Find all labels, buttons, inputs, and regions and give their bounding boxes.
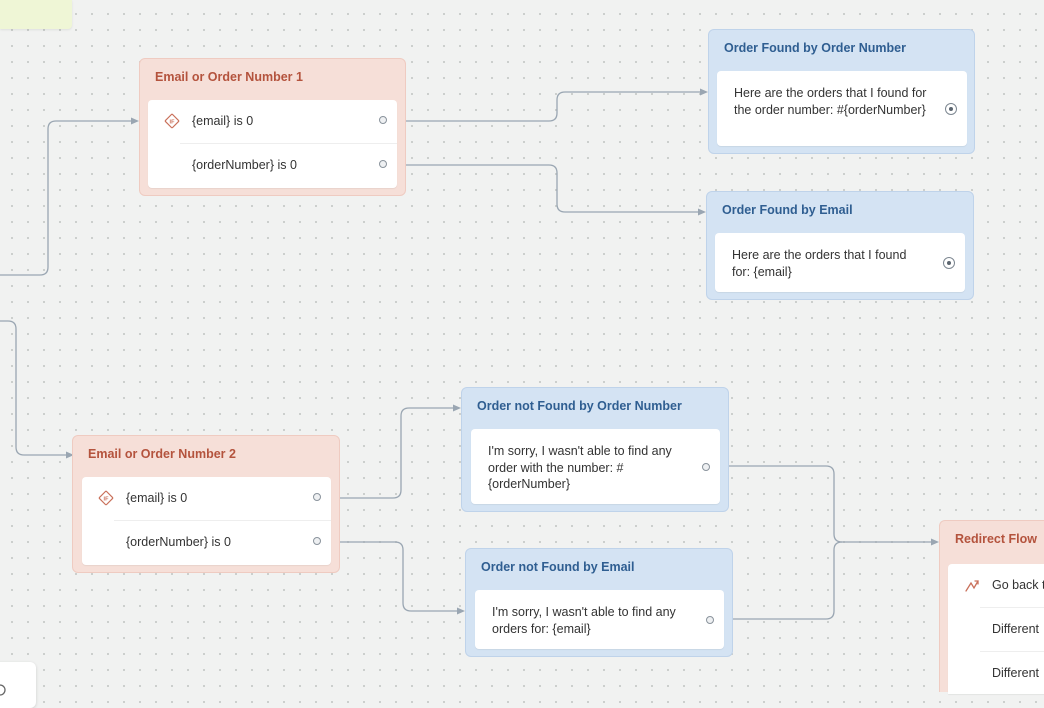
- condition-row-email[interactable]: IF {email} is 0: [82, 477, 331, 520]
- node-title: Email or Order Number 2: [88, 447, 236, 461]
- node-title: Order Found by Email: [722, 203, 853, 217]
- message-card[interactable]: I'm sorry, I wasn't able to find any ord…: [475, 590, 724, 649]
- port-dot-icon[interactable]: [702, 462, 710, 471]
- redirect-row[interactable]: Go back t: [948, 564, 1044, 607]
- node-title: Order not Found by Email: [481, 560, 635, 574]
- node-title: Redirect Flow: [955, 532, 1037, 546]
- radio-port-icon[interactable]: [943, 256, 955, 269]
- message-card[interactable]: Here are the orders that I found for the…: [717, 71, 967, 146]
- message-text: I'm sorry, I wasn't able to find any ord…: [488, 444, 672, 491]
- condition-label: {orderNumber} is 0: [126, 535, 231, 549]
- svg-text:IF: IF: [104, 496, 110, 502]
- arrow-into-notfound-order: [453, 404, 461, 412]
- redirect-card: Go back t Different Different: [948, 564, 1044, 694]
- connector-notfound-email-to-redirect: [724, 541, 843, 620]
- condition-row-order-number[interactable]: {orderNumber} is 0: [114, 520, 331, 564]
- message-node-not-found-by-email[interactable]: Order not Found by Email I'm sorry, I wa…: [465, 548, 733, 657]
- condition-row-order-number[interactable]: {orderNumber} is 0: [180, 143, 397, 187]
- redirect-arrow-icon: [965, 580, 979, 592]
- message-node-found-by-email[interactable]: Order Found by Email Here are the orders…: [706, 191, 974, 300]
- node-title: Order Found by Order Number: [724, 41, 906, 55]
- message-card[interactable]: Here are the orders that I found for: {e…: [715, 233, 965, 292]
- arrow-into-notfound-email: [457, 607, 465, 615]
- connector-cond2-email-to-notfound-order: [330, 407, 453, 499]
- connector-cond1-email-to-found-order: [397, 91, 700, 122]
- redirect-row[interactable]: Different: [980, 607, 1044, 651]
- message-card[interactable]: I'm sorry, I wasn't able to find any ord…: [471, 429, 720, 504]
- arrow-into-found-email: [698, 208, 706, 216]
- condition-node-2[interactable]: Email or Order Number 2 IF {email} is 0 …: [72, 435, 340, 573]
- connector-cond2-order-to-notfound-email: [330, 541, 457, 612]
- sticky-note[interactable]: [0, 0, 72, 29]
- condition-card: IF {email} is 0 {orderNumber} is 0: [148, 100, 397, 188]
- message-node-found-by-order-number[interactable]: Order Found by Order Number Here are the…: [708, 29, 975, 154]
- condition-label: {email} is 0: [192, 114, 254, 128]
- canvas-control-button[interactable]: [0, 662, 36, 708]
- redirect-label: Different: [992, 622, 1040, 636]
- node-title: Order not Found by Order Number: [477, 399, 682, 413]
- node-title: Email or Order Number 1: [155, 70, 303, 84]
- message-text: Here are the orders that I found for: {e…: [732, 248, 907, 279]
- condition-card: IF {email} is 0 {orderNumber} is 0: [82, 477, 331, 565]
- canvas-control-icon: [0, 684, 6, 696]
- condition-node-1[interactable]: Email or Order Number 1 IF {email} is 0 …: [139, 58, 406, 196]
- message-node-not-found-by-order-number[interactable]: Order not Found by Order Number I'm sorr…: [461, 387, 729, 512]
- condition-label: {email} is 0: [126, 491, 188, 505]
- arrow-into-cond2: [66, 451, 74, 459]
- message-text: I'm sorry, I wasn't able to find any ord…: [492, 605, 676, 636]
- port-dot-icon[interactable]: [313, 493, 321, 501]
- radio-port-icon[interactable]: [945, 102, 957, 115]
- port-dot-icon[interactable]: [379, 116, 387, 124]
- connector-notfound-order-to-redirect: [720, 465, 931, 543]
- condition-label: {orderNumber} is 0: [192, 158, 297, 172]
- port-dot-icon[interactable]: [379, 160, 387, 168]
- if-diamond-icon: IF: [98, 490, 114, 506]
- if-diamond-icon: IF: [164, 113, 180, 129]
- message-text: Here are the orders that I found for the…: [734, 86, 927, 117]
- connections-layer: [0, 88, 939, 620]
- arrow-into-cond1: [131, 117, 139, 125]
- condition-row-email[interactable]: IF {email} is 0: [148, 100, 397, 143]
- redirect-flow-node[interactable]: Redirect Flow Go back t Different Differ…: [939, 520, 1044, 694]
- connector-cond1-order-to-found-email: [397, 164, 698, 213]
- arrow-into-redirect: [931, 538, 939, 546]
- connector-to-cond1: [0, 120, 131, 276]
- redirect-label: Go back t: [992, 578, 1044, 592]
- connector-to-cond2: [0, 320, 66, 456]
- port-dot-icon[interactable]: [706, 615, 714, 624]
- arrow-into-found-order: [700, 88, 708, 96]
- redirect-label: Different: [992, 666, 1040, 680]
- port-dot-icon[interactable]: [313, 537, 321, 545]
- svg-text:IF: IF: [170, 119, 176, 125]
- redirect-row[interactable]: Different: [980, 651, 1044, 694]
